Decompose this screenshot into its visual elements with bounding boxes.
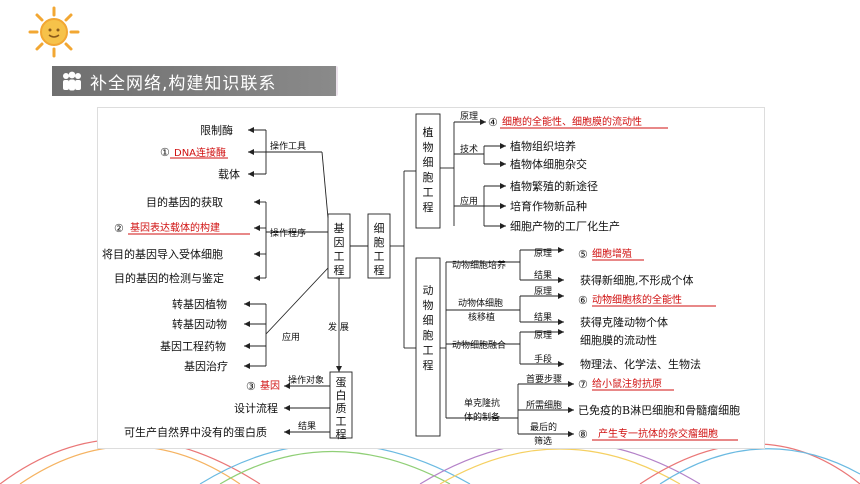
animal-culture: 动物细胞培养	[452, 259, 506, 271]
transfer-result: 获得克隆动物个体	[580, 315, 668, 329]
result-label: 结果	[298, 420, 316, 432]
plant-app-1: 植物繁殖的新途径	[510, 179, 598, 193]
apps-label: 应用	[282, 331, 300, 343]
section-banner: 补全网络,构建知识联系	[52, 66, 338, 96]
plant-principle-label: 原理	[460, 111, 478, 122]
required-cells: 已免疫的B淋巴细胞和骨髓瘤细胞	[578, 403, 740, 417]
fusion-means-label: 手段	[534, 353, 552, 365]
circle-1: ①	[160, 146, 170, 159]
circle-8: ⑧	[578, 428, 588, 441]
app-plant: 转基因植物	[172, 297, 227, 311]
nuclear-transfer-1: 动物体细胞	[458, 297, 503, 309]
final-label-1: 最后的	[530, 421, 557, 433]
plant-app-3: 细胞产物的工厂化生产	[510, 219, 620, 233]
plant-cell-engineering-box-title: 植物细胞工程	[423, 125, 434, 214]
dev-label: 发 展	[328, 321, 349, 333]
plant-tech-label: 技术	[460, 143, 478, 155]
procedure-3: 将目的基因导入受体细胞	[102, 247, 223, 261]
app-therapy: 基因治疗	[184, 359, 228, 373]
procedure-1: 目的基因的获取	[146, 195, 223, 209]
sun-icon	[28, 6, 80, 58]
tech-tissue-culture: 植物组织培养	[510, 139, 576, 153]
answer-totipotency: 细胞的全能性、细胞膜的流动性	[502, 115, 642, 128]
animal-cell-engineering-box-title: 动物细胞工程	[423, 284, 434, 372]
plant-app-2: 培育作物新品种	[510, 199, 587, 213]
mab-2: 体的制备	[464, 411, 500, 423]
app-drug: 基因工程药物	[160, 339, 226, 353]
tool-restriction-enzyme: 限制酶	[200, 124, 233, 137]
nuclear-transfer-2: 核移植	[468, 311, 495, 323]
protein-engineering-box-title: 蛋白质工程	[336, 376, 347, 441]
circle-3: ③	[246, 380, 256, 393]
circle-4: ④	[488, 116, 498, 129]
circle-6: ⑥	[578, 294, 588, 307]
design-flow: 设计流程	[234, 401, 278, 415]
app-animal: 转基因动物	[172, 317, 227, 331]
procedure-label: 操作程序	[270, 227, 306, 239]
step1-label: 首要步骤	[526, 373, 562, 385]
tool-vector: 载体	[218, 167, 240, 181]
banner-bar	[52, 66, 336, 96]
fusion-principle-label: 原理	[534, 330, 552, 341]
people-icon	[63, 71, 81, 91]
answer-dna-ligase: DNA连接酶	[174, 146, 226, 159]
concept-map: 限制酶 ① DNA连接酶 载体 操作工具 目的基因的获取 ② 基因表达载体的构建…	[102, 111, 740, 447]
mab-1: 单克隆抗	[464, 397, 500, 409]
cell-fusion: 动物细胞融合	[452, 339, 506, 351]
gene-engineering-box-title: 基因工程	[334, 222, 345, 277]
answer-inject-antigen: 给小鼠注射抗原	[592, 377, 662, 390]
procedure-4: 目的基因的检测与鉴定	[114, 271, 224, 285]
tech-somatic-hybrid: 植物体细胞杂交	[510, 157, 587, 171]
protein-obj-label: 操作对象	[288, 374, 324, 386]
fusion-means: 物理法、化学法、生物法	[580, 357, 701, 371]
culture-principle-label: 原理	[534, 248, 552, 259]
plant-app-label: 应用	[460, 195, 478, 207]
culture-result-label: 结果	[534, 269, 552, 281]
answer-proliferation: 细胞增殖	[592, 247, 632, 260]
fusion-principle: 细胞膜的流动性	[580, 333, 657, 347]
circle-7: ⑦	[578, 378, 588, 391]
answer-expression-vector: 基因表达载体的构建	[130, 221, 220, 234]
protein-result: 可生产自然界中没有的蛋白质	[124, 425, 267, 439]
answer-hybridoma: 产生专一抗体的杂交瘤细胞	[598, 427, 718, 440]
final-label-2: 筛选	[534, 435, 552, 447]
transfer-result-label: 结果	[534, 311, 552, 323]
tools-label: 操作工具	[270, 140, 306, 152]
cell-engineering-box-title: 细胞工程	[374, 222, 385, 277]
concept-map-card: 限制酶 ① DNA连接酶 载体 操作工具 目的基因的获取 ② 基因表达载体的构建…	[98, 108, 764, 448]
transfer-principle-label: 原理	[534, 286, 552, 297]
cells-label: 所需细胞	[526, 399, 562, 411]
culture-result: 获得新细胞,不形成个体	[580, 273, 694, 287]
answer-gene: 基因	[260, 379, 280, 392]
banner-title: 补全网络,构建知识联系	[90, 74, 277, 94]
answer-nucleus-totipotency: 动物细胞核的全能性	[592, 293, 682, 306]
circle-2: ②	[114, 222, 124, 235]
circle-5: ⑤	[578, 248, 588, 261]
